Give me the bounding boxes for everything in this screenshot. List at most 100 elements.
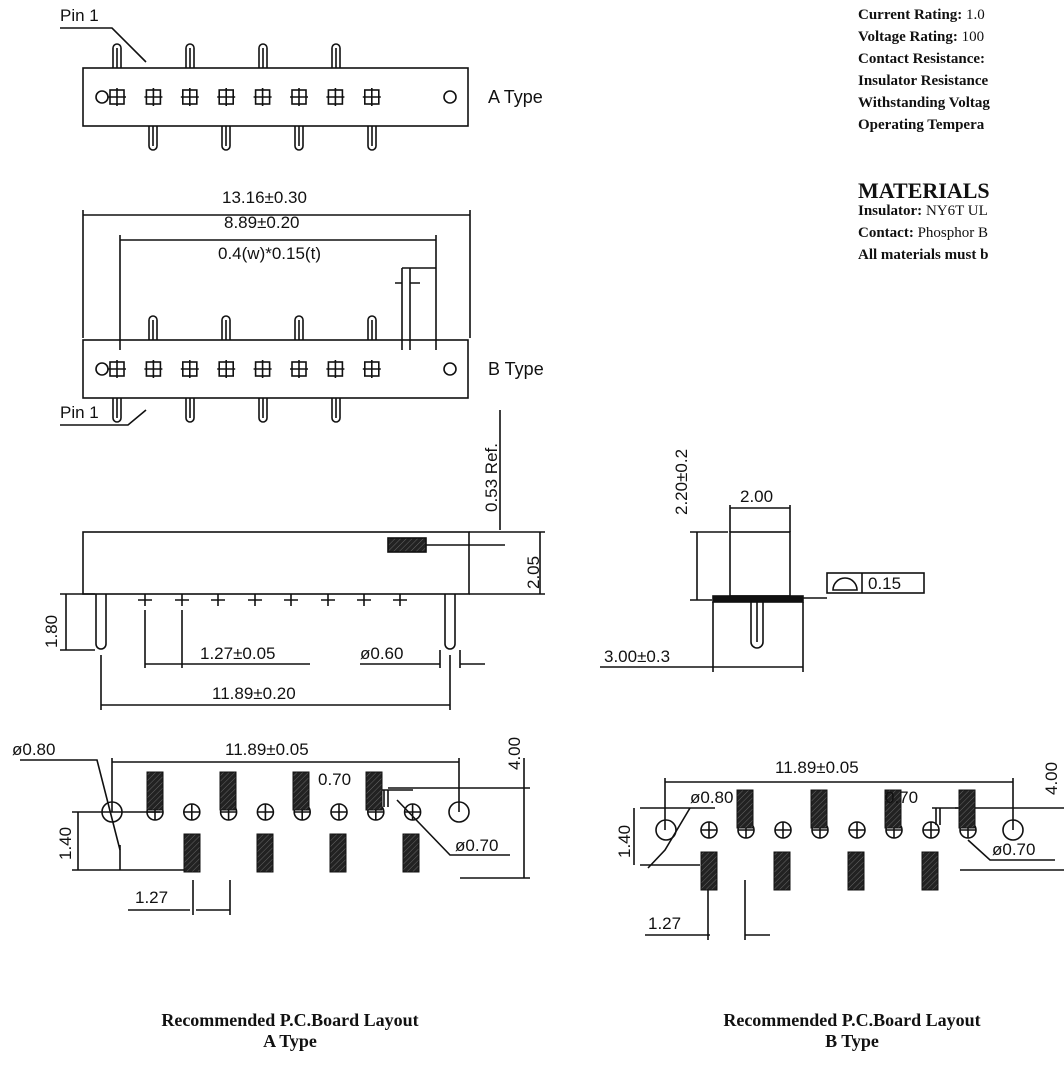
b-type-label: B Type bbox=[488, 359, 544, 379]
b-contact bbox=[217, 360, 236, 378]
pcb-b-mount-hole bbox=[1002, 819, 1024, 841]
pcb-a-top-pad bbox=[146, 771, 164, 811]
pcb-b-dim-1-27: 1.27 bbox=[648, 914, 682, 933]
b-contact bbox=[253, 360, 272, 378]
b-contact bbox=[144, 360, 163, 378]
pcb-layout-b bbox=[633, 778, 1064, 940]
pcb-a-dim-11-89: 11.89±0.05 bbox=[225, 740, 309, 759]
pcb-a-dim-0-80: ø0.80 bbox=[12, 740, 56, 759]
spec-insulator-resistance: Insulator Resistance bbox=[858, 73, 989, 89]
dim-0-60: ø0.60 bbox=[360, 644, 404, 663]
pcb-b-dim-0-70: 0.70 bbox=[885, 788, 919, 807]
pcb-b-bottom-pad bbox=[921, 851, 939, 891]
pin1-label-top: Pin 1 bbox=[60, 6, 99, 25]
materials-list: Insulator: NY6T UL Contact: Phosphor B A… bbox=[858, 200, 988, 266]
a-type-contacts bbox=[108, 88, 381, 106]
pcb-a-mount-hole bbox=[101, 801, 123, 823]
pcb-b-dim-0-70-hole: ø0.70 bbox=[992, 840, 1036, 859]
dim-0-15: 0.15 bbox=[868, 574, 902, 593]
spec-contact-resistance: Contact Resistance: bbox=[858, 51, 986, 67]
dim-2-05: 2.05 bbox=[524, 555, 543, 589]
dim-1-27-pitch: 1.27±0.05 bbox=[200, 644, 276, 663]
pcb-b-mount-hole bbox=[655, 819, 677, 841]
caption-b-type: B Type bbox=[825, 1031, 879, 1051]
b-contact bbox=[108, 360, 126, 378]
dim-0-53: 0.53 Ref. bbox=[482, 443, 501, 512]
materials-heading: MATERIALS bbox=[858, 178, 990, 203]
pcb-a-mount-hole bbox=[448, 801, 470, 823]
spec-operating-temp: Operating Tempera bbox=[858, 117, 985, 133]
pcb-b-top-pad bbox=[810, 789, 828, 829]
dim-1-80: 1.80 bbox=[42, 614, 61, 648]
pcb-b-hole bbox=[700, 821, 718, 839]
pcb-b-top-pad bbox=[884, 789, 902, 829]
a-type-label: A Type bbox=[488, 87, 543, 107]
dim-2-20: 2.20±0.2 bbox=[672, 448, 691, 515]
pcb-a-top-pad bbox=[292, 771, 310, 811]
pcb-b-dim-4-00: 4.00 bbox=[1042, 761, 1061, 795]
pin1-label-bottom: Pin 1 bbox=[60, 403, 99, 422]
pcb-a-pads bbox=[101, 771, 470, 873]
material-note: All materials must b bbox=[858, 247, 989, 263]
dim-8-89: 8.89±0.20 bbox=[224, 213, 300, 232]
a-contact bbox=[180, 88, 199, 106]
pcb-b-dim-1-40: 1.40 bbox=[615, 824, 634, 858]
a-contact bbox=[362, 88, 381, 106]
dim-3-00: 3.00±0.3 bbox=[604, 647, 671, 666]
b-contact bbox=[362, 360, 381, 378]
pcb-b-dim-0-80: ø0.80 bbox=[690, 788, 734, 807]
pcb-b-dim-11-89: 11.89±0.05 bbox=[775, 758, 859, 777]
pcb-a-dim-1-40: 1.40 bbox=[56, 826, 75, 860]
caption-b: Recommended P.C.Board Layout B Type bbox=[682, 1010, 1022, 1052]
pcb-a-dim-0-70: 0.70 bbox=[318, 770, 352, 789]
a-contact bbox=[144, 88, 163, 106]
caption-b-title: Recommended P.C.Board Layout bbox=[723, 1010, 981, 1030]
pcb-b-hole bbox=[848, 821, 866, 839]
pcb-a-hole bbox=[330, 803, 348, 821]
a-contact bbox=[326, 88, 345, 106]
pcb-a-top-pad bbox=[219, 771, 237, 811]
pcb-b-bottom-pad bbox=[700, 851, 718, 891]
pcb-a-dim-4-00: 4.00 bbox=[505, 736, 524, 770]
a-type-top-view bbox=[60, 27, 469, 151]
pcb-a-bottom-pad bbox=[183, 833, 201, 873]
b-type-contacts bbox=[108, 360, 381, 378]
pcb-a-hole bbox=[403, 803, 422, 821]
pcb-b-top-pad bbox=[736, 789, 754, 829]
b-contact bbox=[180, 360, 199, 378]
material-insulator: Insulator: NY6T UL bbox=[858, 203, 988, 219]
spec-withstanding-voltage: Withstanding Voltag bbox=[858, 95, 990, 111]
pcb-a-dim-1-27: 1.27 bbox=[135, 888, 169, 907]
pcb-a-bottom-pad bbox=[256, 833, 274, 873]
pcb-layout-a bbox=[20, 758, 530, 915]
spec-voltage: Voltage Rating: 100 bbox=[858, 29, 985, 45]
a-contact bbox=[217, 88, 236, 106]
pcb-a-bottom-pad bbox=[402, 833, 420, 873]
b-contact bbox=[326, 360, 345, 378]
side-view bbox=[60, 410, 545, 710]
dim-2-00: 2.00 bbox=[740, 487, 774, 506]
pcb-b-top-pad bbox=[958, 789, 976, 829]
pcb-a-dim-0-70-hole: ø0.70 bbox=[455, 836, 499, 855]
spec-current: Current Rating: 1.0 bbox=[858, 7, 985, 23]
pcb-b-pads bbox=[655, 789, 1024, 891]
caption-a-type: A Type bbox=[263, 1031, 317, 1051]
pcb-a-bottom-pad bbox=[329, 833, 347, 873]
material-contact: Contact: Phosphor B bbox=[858, 225, 989, 241]
pcb-a-hole bbox=[183, 803, 201, 821]
a-contact bbox=[253, 88, 272, 106]
pcb-a-hole bbox=[256, 803, 275, 821]
b-contact bbox=[290, 360, 308, 378]
dim-11-89-side: 11.89±0.20 bbox=[212, 684, 296, 703]
end-view bbox=[600, 505, 925, 672]
pcb-b-hole bbox=[774, 821, 792, 839]
a-contact bbox=[290, 88, 308, 106]
caption-a-title: Recommended P.C.Board Layout bbox=[161, 1010, 419, 1030]
dim-0-4w: 0.4(w)*0.15(t) bbox=[218, 244, 321, 263]
spec-list: Current Rating: 1.0 Voltage Rating: 100 … bbox=[858, 4, 990, 136]
dim-13-16: 13.16±0.30 bbox=[222, 188, 307, 207]
pcb-a-top-pad bbox=[365, 771, 383, 811]
a-contact bbox=[108, 88, 126, 106]
caption-a: Recommended P.C.Board Layout A Type bbox=[120, 1010, 460, 1052]
